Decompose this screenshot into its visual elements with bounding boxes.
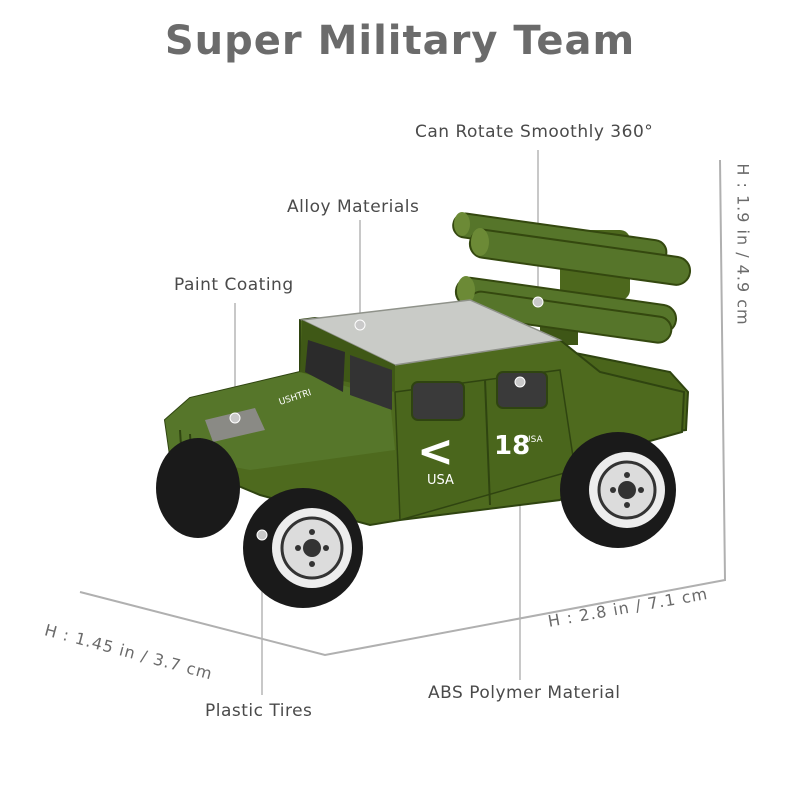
rear-wheel	[560, 432, 676, 548]
rear-left-wheel	[156, 438, 240, 538]
chevron-marking: <	[417, 426, 454, 477]
alloy-dot	[354, 319, 366, 331]
rotate-dot	[532, 296, 544, 308]
callout-rotate: Can Rotate Smoothly 360°	[415, 122, 654, 142]
callout-paint: Paint Coating	[174, 275, 294, 295]
dimension-lines	[79, 159, 727, 657]
number-usa-marking: USA	[524, 435, 543, 445]
vehicle-body	[163, 299, 686, 527]
front-wheel	[243, 488, 363, 608]
paint-dot	[229, 412, 241, 424]
missile-launcher	[452, 212, 692, 345]
dimension-height: H : 1.9 in / 4.9 cm	[733, 163, 753, 326]
callout-tires: Plastic Tires	[205, 701, 313, 721]
number-marking: 18	[494, 431, 530, 461]
hood-flag	[205, 408, 265, 442]
side-window	[496, 371, 548, 409]
callout-abs: ABS Polymer Material	[428, 683, 621, 703]
usa-marking: USA	[427, 473, 454, 488]
side-window	[411, 381, 465, 421]
abs-dot	[514, 376, 526, 388]
tires-dot	[256, 529, 268, 541]
page-title: Super Military Team	[164, 18, 636, 64]
missile-tube	[468, 228, 692, 286]
callout-alloy: Alloy Materials	[287, 197, 420, 217]
windshield	[305, 340, 345, 392]
